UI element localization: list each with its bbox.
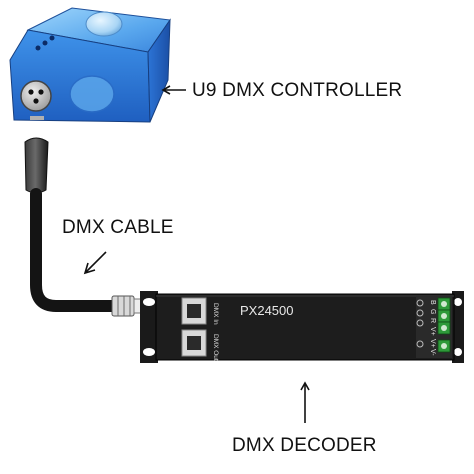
dmx-out-label: DMX Out xyxy=(212,334,219,361)
contact-3 xyxy=(416,319,424,327)
xlr-connector-icon xyxy=(20,80,52,112)
controller-led-3 xyxy=(49,35,55,41)
controller-led-1 xyxy=(35,45,41,51)
controller-led-2 xyxy=(42,40,48,46)
terminal-label-bottom-0: V+ xyxy=(429,339,436,348)
cable-line xyxy=(30,188,124,312)
terminal-label-top-0: B xyxy=(429,300,436,305)
xlr-pin-2 xyxy=(38,89,44,95)
cable-label: DMX CABLE xyxy=(62,217,174,238)
terminal-label-top-3: V+ xyxy=(429,327,436,336)
contact-4 xyxy=(416,340,424,348)
terminal-labels: BGR V+ xyxy=(429,300,436,336)
dmx-out-port-hole xyxy=(187,336,201,350)
xlr-pin-3 xyxy=(33,98,39,104)
controller-knob xyxy=(85,11,123,37)
arrow-cable xyxy=(83,251,107,275)
terminal-labels-bottom: V+V- xyxy=(429,339,436,356)
arrow-controller xyxy=(161,85,186,95)
decoder-label: DMX DECODER xyxy=(232,435,377,456)
contact-1 xyxy=(416,299,424,307)
dmx-controller-device xyxy=(9,7,171,123)
terminal-dot-4 xyxy=(441,343,447,349)
dmx-cable xyxy=(24,137,145,317)
mount-hole-tr xyxy=(454,298,462,306)
decoder-model-label: PX24500 xyxy=(240,303,294,318)
xlr-clip xyxy=(30,116,44,120)
terminal-dot-2 xyxy=(441,313,447,319)
controller-label: U9 DMX CONTROLLER xyxy=(192,80,403,101)
cable-plug-boot xyxy=(24,137,49,194)
mount-hole-bl xyxy=(143,348,155,356)
rj45-plug xyxy=(111,295,135,317)
dmx-in-label: DMX In xyxy=(212,303,219,325)
xlr-pin-1 xyxy=(28,89,34,95)
mount-hole-br xyxy=(454,348,462,356)
terminal-label-bottom-1: V- xyxy=(429,349,436,356)
controller-side-window xyxy=(69,75,115,113)
terminal-dot-1 xyxy=(441,301,447,307)
mount-hole-tl xyxy=(143,298,155,306)
arrow-decoder xyxy=(300,381,310,423)
dmx-in-port-hole xyxy=(187,304,201,318)
terminal-dot-3 xyxy=(441,325,447,331)
decoder-mount-right xyxy=(452,291,464,363)
terminal-label-top-1: G xyxy=(429,309,436,314)
controller-side-face xyxy=(147,18,171,123)
contact-2 xyxy=(416,309,424,317)
decoder-mount-left xyxy=(140,291,158,363)
terminal-label-top-2: R xyxy=(429,318,436,323)
